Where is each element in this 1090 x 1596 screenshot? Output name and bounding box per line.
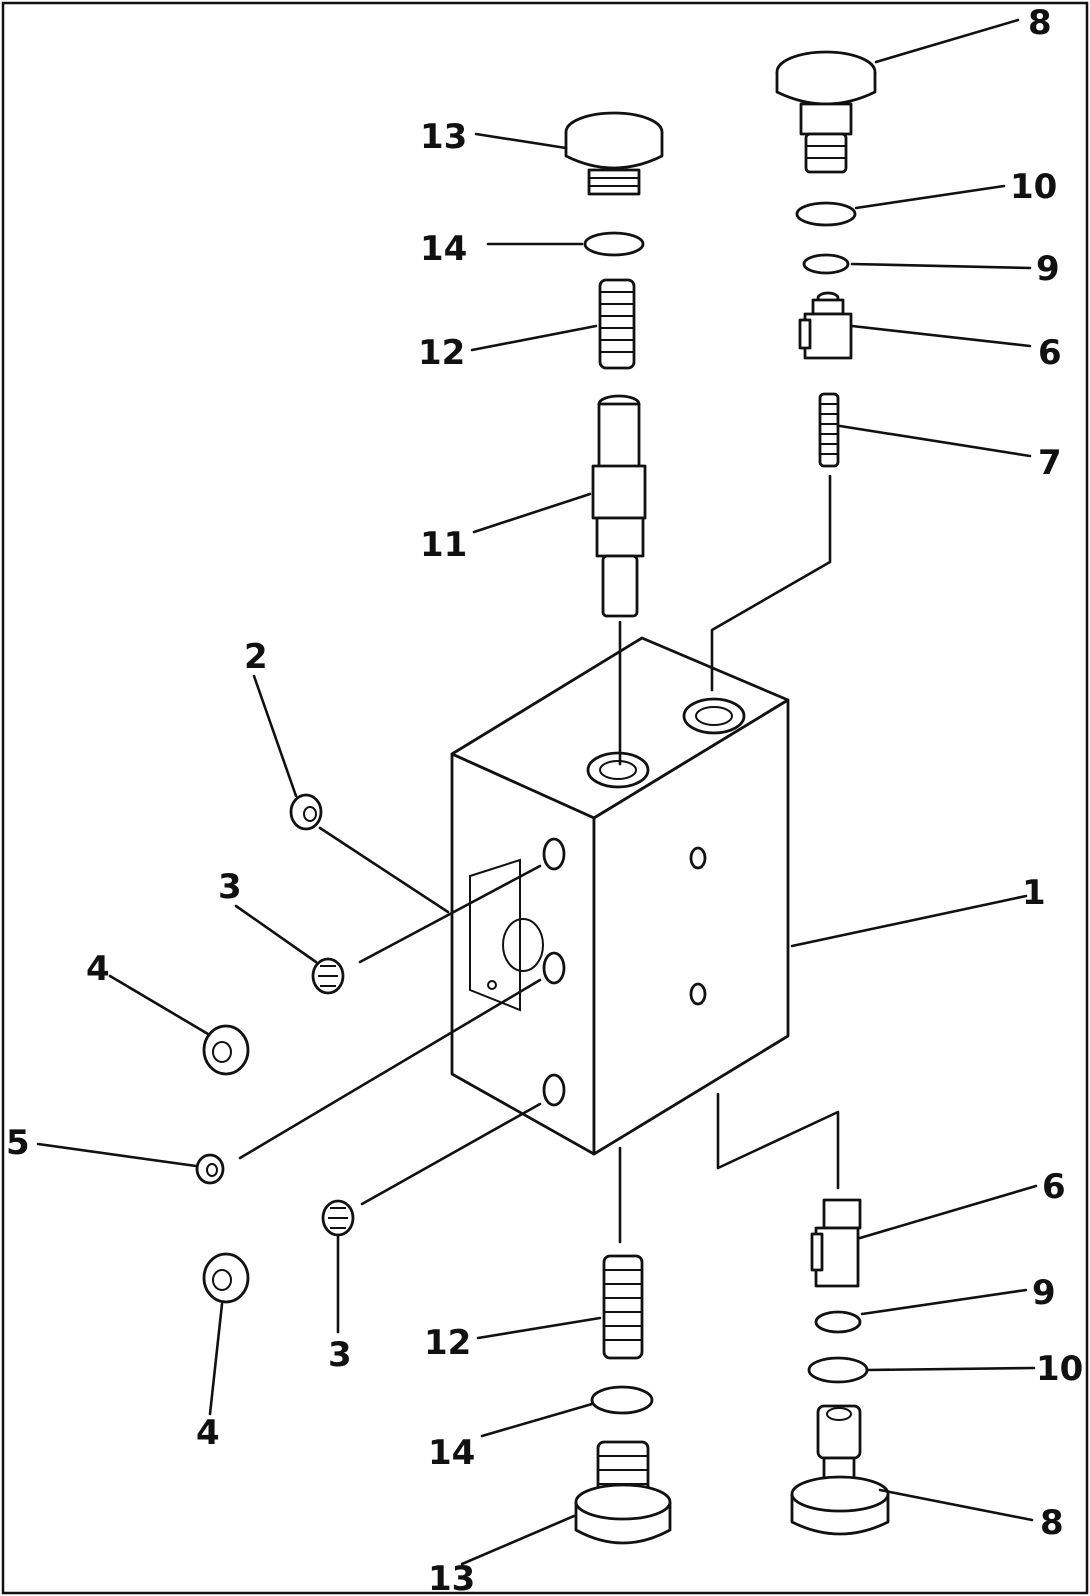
valve-body: [450, 636, 790, 1156]
callout-12-bottom: 12: [424, 1323, 471, 1363]
callout-2: 2: [244, 637, 268, 677]
callout-7: 7: [1038, 443, 1062, 483]
spring-12-top: [598, 278, 636, 370]
leader-3u-body: [358, 864, 542, 964]
valve-6-top: [798, 291, 853, 360]
callout-4-upper: 4: [86, 949, 110, 989]
leader-5-body: [238, 978, 542, 1160]
callout-3-lower: 3: [328, 1335, 352, 1375]
plug-5: [195, 1153, 225, 1185]
callout-6-top: 6: [1038, 333, 1062, 373]
spool-11: [591, 394, 647, 618]
spring-12-bottom: [602, 1254, 644, 1360]
callout-10-top: 10: [1010, 167, 1057, 207]
oring-10-bottom: [807, 1356, 869, 1384]
axis-line-bottom-right: [716, 1092, 840, 1190]
spring-7: [818, 392, 840, 468]
callout-3-upper: 3: [218, 867, 242, 907]
valve-6-bottom: [810, 1198, 862, 1288]
plug-13-top: [564, 111, 664, 196]
axis-line-top-right: [710, 474, 832, 692]
callout-8-bottom: 8: [1040, 1503, 1064, 1543]
callout-10-bottom: 10: [1036, 1349, 1083, 1389]
callout-8-top: 8: [1028, 3, 1052, 43]
plug-2: [289, 793, 323, 831]
callout-4-lower: 4: [196, 1413, 220, 1453]
callout-13-bottom: 13: [428, 1559, 475, 1596]
callout-9-top: 9: [1036, 249, 1060, 289]
callout-5: 5: [6, 1123, 30, 1163]
plug-13-bottom: [574, 1440, 672, 1545]
callout-1: 1: [1022, 873, 1046, 913]
plug-8-top: [775, 50, 877, 174]
callout-6-bottom: 6: [1042, 1167, 1066, 1207]
plug-3-upper: [311, 957, 345, 995]
plug-4-lower: [202, 1252, 250, 1304]
oring-14-top: [583, 231, 645, 257]
leader-3l-body: [360, 1102, 542, 1206]
callout-14-top: 14: [420, 229, 467, 269]
callout-12-top: 12: [418, 333, 465, 373]
callout-14-bottom: 14: [428, 1433, 475, 1473]
oring-9-top: [802, 253, 850, 275]
oring-9-bottom: [814, 1310, 862, 1334]
callout-leaders: [36, 18, 1038, 1566]
callout-13-top: 13: [420, 117, 467, 157]
leader-2-body: [318, 826, 450, 914]
callout-11: 11: [420, 525, 467, 565]
callout-9-bottom: 9: [1032, 1273, 1056, 1313]
plug-8-bottom: [790, 1404, 890, 1536]
oring-10-top: [795, 201, 857, 227]
oring-14-bottom: [590, 1385, 654, 1415]
plug-3-lower: [321, 1199, 355, 1237]
plug-4-upper: [202, 1024, 250, 1076]
